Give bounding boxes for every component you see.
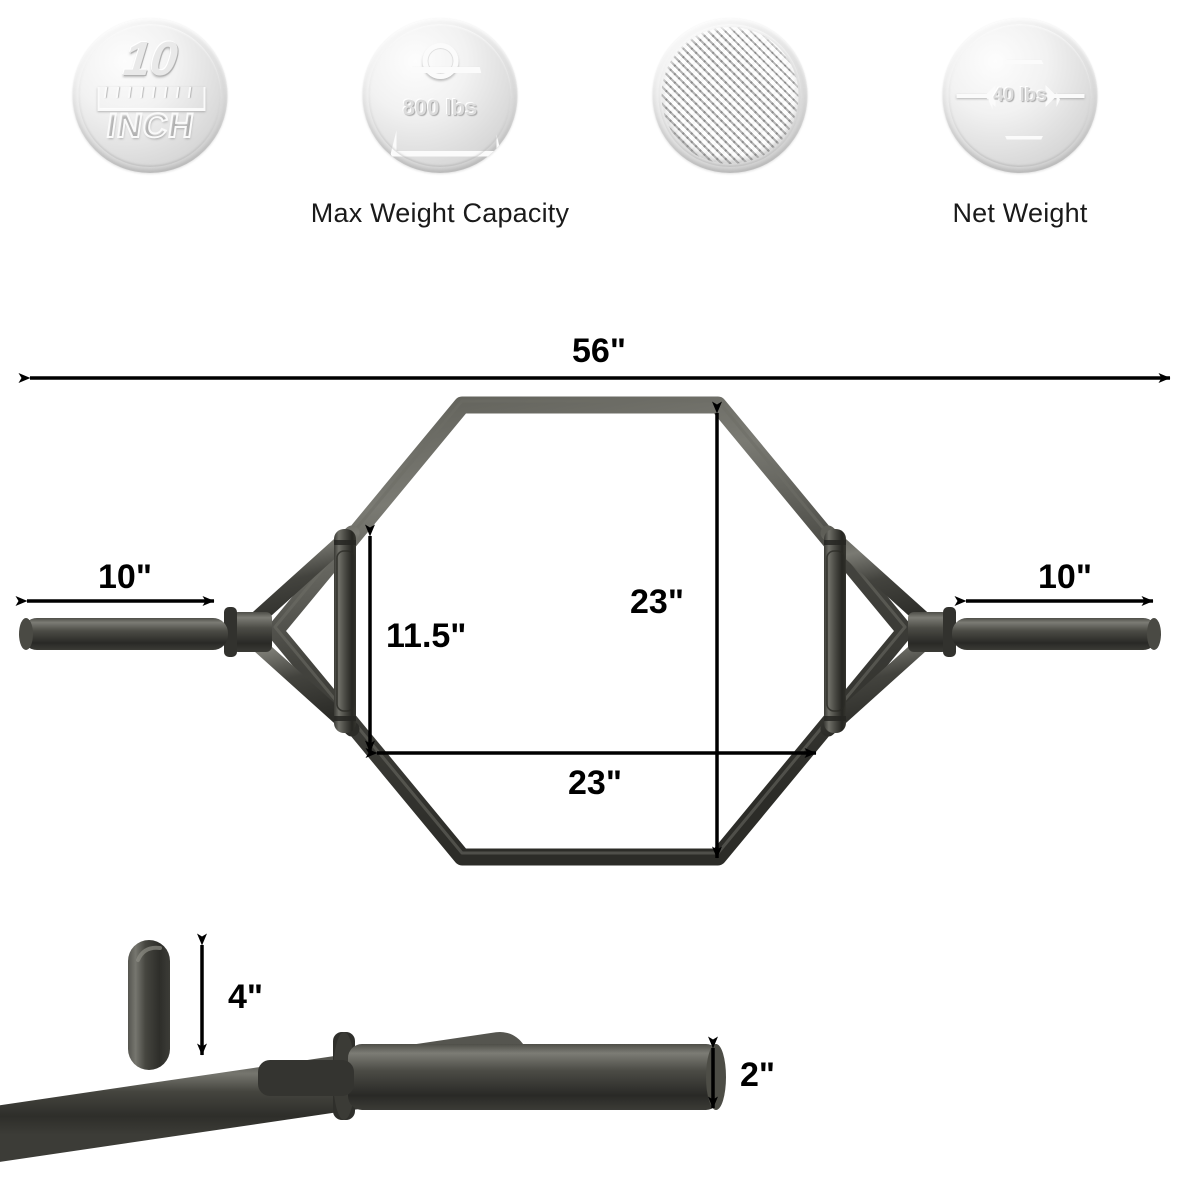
handle-collar-top-right <box>824 540 846 545</box>
badge-net-weight: 40 lbs Net Weight <box>870 18 1170 258</box>
detail-post-body <box>128 940 170 1070</box>
handle-post-right <box>824 529 846 733</box>
badge-grip-length: 10 INCH <box>0 18 300 258</box>
badge-label: Net Weight <box>952 198 1088 228</box>
handle-post-left <box>334 529 356 733</box>
coin-base: 40 lbs <box>942 18 1098 173</box>
badge-knurling <box>580 18 880 258</box>
left-sleeve-cap <box>19 618 33 650</box>
dim-label-overall-length: 56" <box>572 332 626 370</box>
right-sleeve-assembly <box>908 607 1161 657</box>
right-sleeve-shoulder <box>908 612 948 652</box>
dim-label-frame-height: 23" <box>630 583 684 621</box>
right-sleeve-flange <box>943 607 956 657</box>
right-sleeve-cap <box>1147 618 1161 650</box>
dim-label-sleeve-diameter: 2" <box>740 1056 776 1094</box>
coin-base <box>652 18 808 173</box>
dimension-lines-main <box>15 373 1171 859</box>
detail-loading-sleeve <box>348 1044 720 1110</box>
handle-knurl-right <box>826 550 845 712</box>
detail-handle-post <box>128 940 170 1070</box>
right-handle-grip <box>824 529 846 733</box>
handle-collar-top-left <box>334 540 356 545</box>
dim-label-right-sleeve: 10" <box>1038 558 1092 596</box>
handle-collar-bottom-right <box>824 716 846 721</box>
detail-sleeve-step <box>258 1060 354 1096</box>
badge-max-weight-capacity: 800 lbs Max Weight Capacity <box>290 18 590 258</box>
dim-label-handle-height: 11.5" <box>386 617 467 655</box>
left-sleeve-shoulder <box>232 612 272 652</box>
detail-post-highlight <box>136 945 162 962</box>
handle-collar-bottom-left <box>334 716 356 721</box>
bar-end-detail-drawing <box>0 940 726 1162</box>
left-sleeve <box>22 618 228 650</box>
dim-label-left-sleeve: 10" <box>98 558 152 596</box>
handle-knurl-left <box>336 550 355 712</box>
left-sleeve-assembly <box>19 607 272 657</box>
coin-base: 10 INCH <box>72 18 228 173</box>
dim-label-post-height: 4" <box>228 978 264 1016</box>
feature-badge-row: 10 INCH <box>0 0 1200 260</box>
left-sleeve-flange <box>224 607 237 657</box>
dim-label-frame-width: 23" <box>568 764 622 802</box>
left-handle-grip <box>334 529 356 733</box>
badge-label: Max Weight Capacity <box>310 198 570 228</box>
right-sleeve <box>952 618 1158 650</box>
coin-base: 800 lbs <box>362 18 518 173</box>
detail-sleeve-end-cap <box>706 1044 726 1110</box>
dimension-lines-detail <box>197 933 718 1109</box>
